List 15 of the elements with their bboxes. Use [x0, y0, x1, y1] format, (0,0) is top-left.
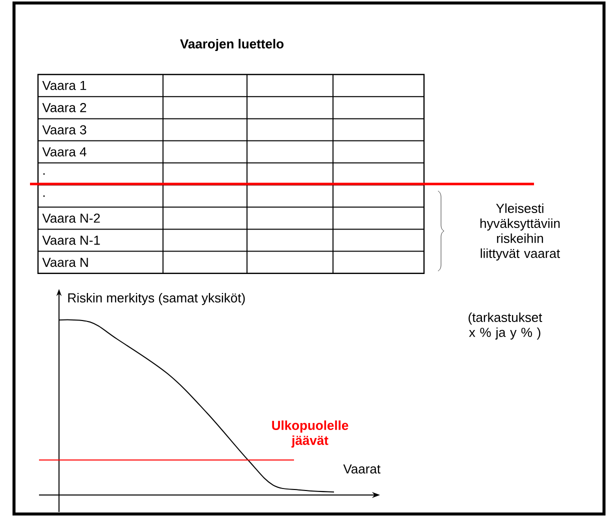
brace-label: Yleisesti hyväksyttäviin riskeihin liittyvät vaarat — [480, 203, 560, 261]
table-cell: Vaara 1 — [42, 80, 86, 90]
table-cell: Vaara N-1 — [42, 236, 100, 245]
axis-label: Riskin merkitys (samat yksiköt) — [68, 292, 245, 306]
table-cell: Vaara N — [42, 258, 88, 267]
table-cell: Vaara 4 — [42, 147, 86, 156]
table-cell: Vaara 2 — [42, 103, 86, 112]
axis-label: Vaarat — [343, 464, 380, 474]
note: (tarkastukset x % ja y % ) — [468, 312, 542, 340]
table-cell: . — [43, 195, 45, 197]
table-cell: . — [43, 173, 45, 175]
threshold-label: Ulkopuolelle jäävät — [272, 420, 348, 448]
table-cell: Vaara 3 — [42, 125, 86, 134]
heading: Vaarojen luettelo — [180, 38, 284, 52]
table-cell: Vaara N-2 — [42, 214, 100, 223]
